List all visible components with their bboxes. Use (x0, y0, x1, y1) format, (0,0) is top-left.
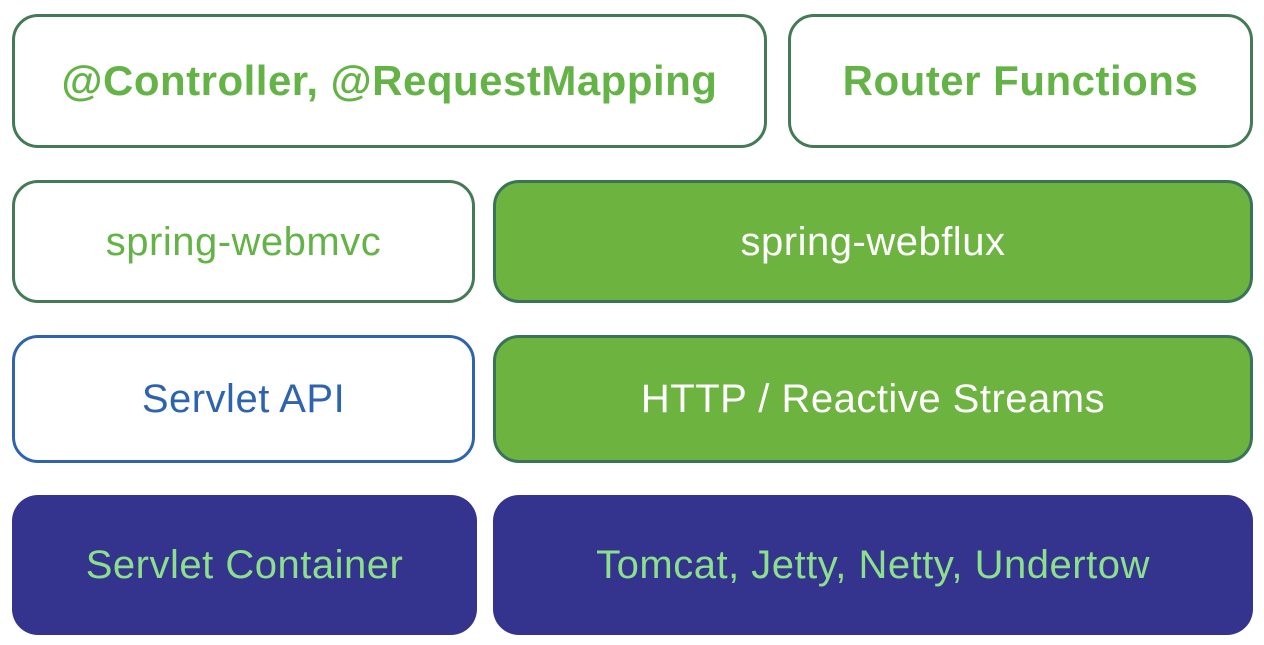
box-tomcat-jetty-netty-undertow: Tomcat, Jetty, Netty, Undertow (493, 495, 1253, 635)
box-spring-webmvc: spring-webmvc (12, 180, 475, 303)
box-servlet-container: Servlet Container (12, 495, 477, 635)
box-controller-requestmapping: @Controller, @RequestMapping (12, 14, 767, 148)
box-spring-webflux: spring-webflux (493, 180, 1253, 303)
box-http-reactive-streams: HTTP / Reactive Streams (493, 335, 1253, 463)
box-router-functions: Router Functions (788, 14, 1253, 148)
box-servlet-api: Servlet API (12, 335, 475, 463)
